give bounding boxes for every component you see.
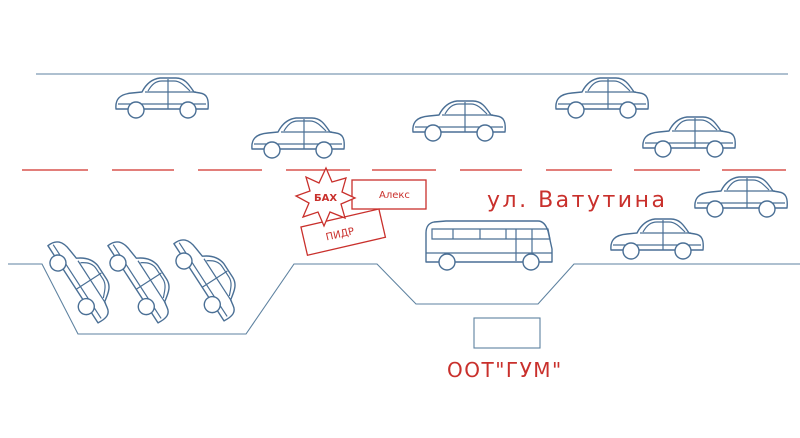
car-alex: Алекс [351,179,427,210]
bang-burst: БАХ [294,166,357,228]
road-bottom-edge [8,263,800,335]
street-name: ул. Ватутина [487,188,667,213]
car-icon [251,117,345,159]
bus-stop-sign [473,317,541,349]
car-icon [412,100,506,142]
car-icon [115,77,209,119]
car-other: ПИДР [300,208,387,257]
car-alex-box [351,179,427,210]
car-other-box [300,208,387,257]
bus-stop-label: ООТ"ГУМ" [447,358,563,382]
parked-car-icon [99,228,185,329]
car-icon [642,116,736,158]
car-icon [555,77,649,119]
car-icon [610,218,704,260]
explosion-icon [294,166,357,228]
accident-scene: Алекс ПИДР БАХ [294,166,427,257]
bang-label: БАХ [314,193,337,204]
parked-car-icon [165,226,251,327]
car-alex-label: Алекс [379,190,410,201]
minibus-icon [425,220,553,271]
car-icon [694,176,788,218]
